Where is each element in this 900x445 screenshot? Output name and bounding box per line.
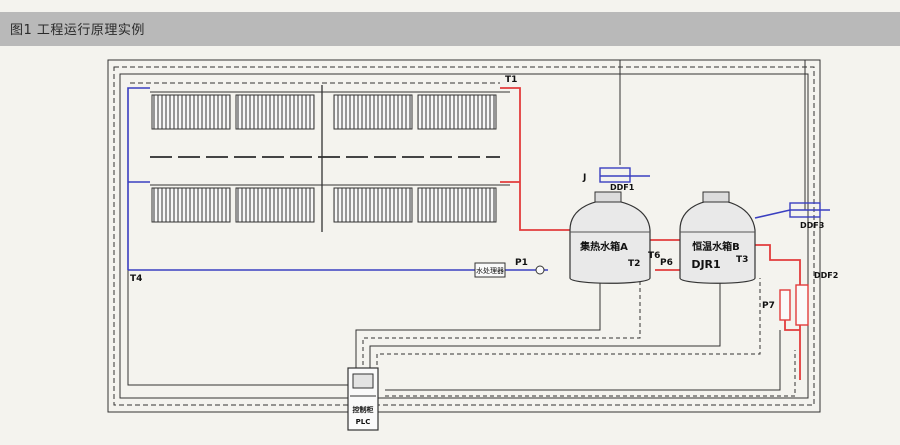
tank-a xyxy=(569,191,651,284)
plc-cabinet xyxy=(347,367,379,431)
figure-title: 图1 工程运行原理实例 xyxy=(10,23,145,38)
inlet-j-label: J xyxy=(582,173,586,183)
ddf3-valve xyxy=(789,202,821,218)
collector-panel xyxy=(417,187,497,223)
ddf2-heater xyxy=(795,284,809,326)
header-band xyxy=(0,12,900,46)
solar-collector-array xyxy=(150,85,510,232)
tank-b xyxy=(679,191,756,284)
tank-b-label: 恒温水箱B xyxy=(692,240,740,253)
sensor-t1-label: T1 xyxy=(505,75,517,85)
pump-p7-label: P7 xyxy=(762,301,775,311)
plc-label: PLC xyxy=(356,418,371,426)
ddf1-label: DDF1 xyxy=(610,183,635,192)
collector-panel xyxy=(235,187,315,223)
filter-label: 水处理器 xyxy=(476,266,504,275)
water-treatment-filter xyxy=(474,262,506,278)
plc-cabinet-label: 控制柜 xyxy=(353,405,374,414)
djr1-label: DJR1 xyxy=(691,258,720,271)
collector-panel xyxy=(151,187,231,223)
pump-p6-label: P6 xyxy=(660,258,673,268)
collector-panel xyxy=(151,94,231,130)
tank-a-label: 集热水箱A xyxy=(579,240,628,253)
hot-water-pipes xyxy=(500,87,801,380)
pump-p1-label: P1 xyxy=(515,258,528,268)
collector-panel xyxy=(417,94,497,130)
ddf2-label: DDF2 xyxy=(814,271,838,280)
collector-panel xyxy=(235,94,315,130)
sensor-t4-label: T4 xyxy=(130,274,142,284)
collector-panel xyxy=(333,94,413,130)
ddf1-valve xyxy=(599,167,631,183)
sensor-t6-label: T6 xyxy=(648,251,660,261)
p7-pump xyxy=(779,289,791,321)
sensor-t3-label: T3 xyxy=(736,255,748,265)
ddf3-label: DDF3 xyxy=(800,221,824,230)
sensor-t2-label: T2 xyxy=(628,259,640,269)
collector-panel xyxy=(333,187,413,223)
pump-p1 xyxy=(535,265,545,275)
